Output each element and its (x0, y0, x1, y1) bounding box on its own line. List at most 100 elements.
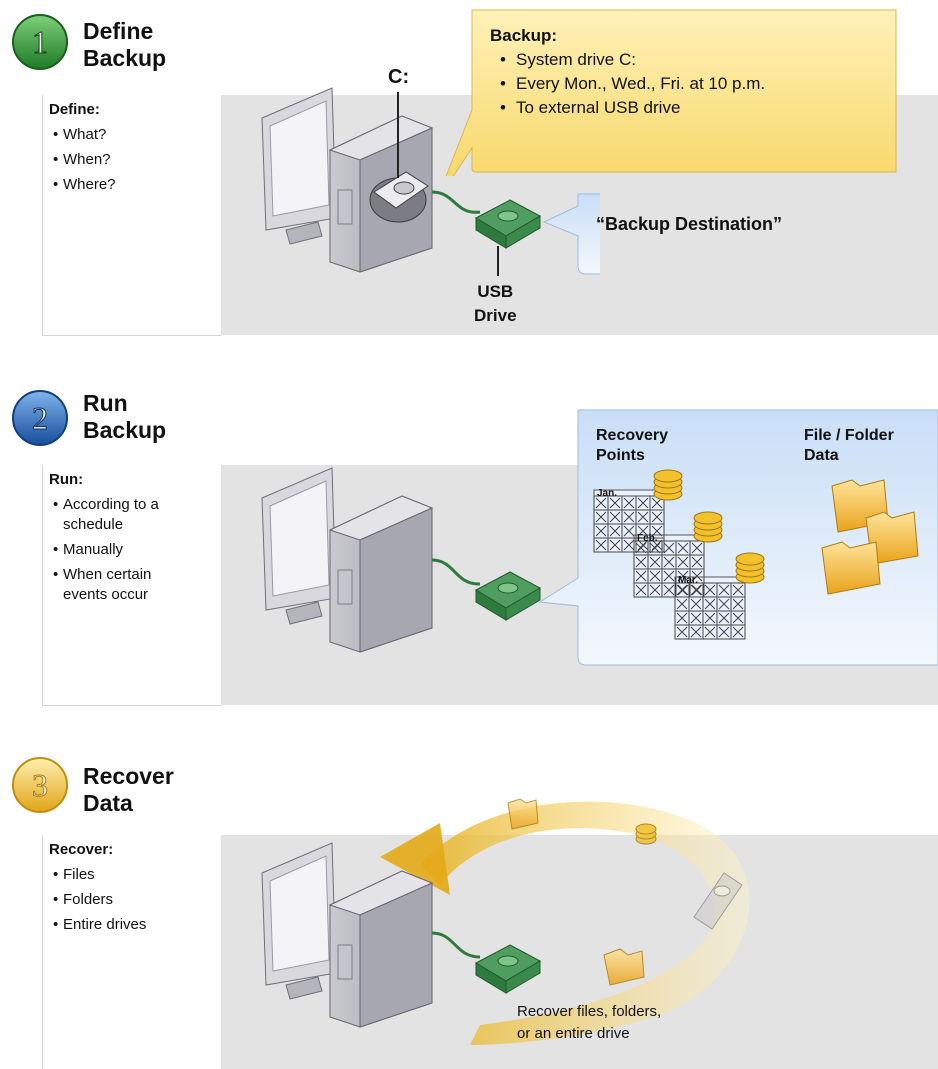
step-1-item-list: What? When? Where? (53, 125, 116, 200)
folder-icon (507, 798, 539, 830)
list-item: What? (53, 125, 116, 145)
calendar-x-mark (732, 584, 744, 596)
calendar-x-mark (595, 539, 607, 551)
computer-illustration (261, 87, 600, 276)
calendar-x-mark (651, 497, 663, 509)
list-item: According to a schedule (53, 495, 159, 535)
calendar-x-mark (637, 511, 649, 523)
calendar-x-mark (732, 626, 744, 638)
calendar-x-mark (732, 612, 744, 624)
calendar-cells (593, 495, 746, 640)
calendar-x-mark (635, 584, 647, 596)
step-1-number: 1 (32, 24, 48, 60)
folder-icon (603, 948, 645, 986)
calendar-x-mark (676, 612, 688, 624)
calendar-x-mark (637, 525, 649, 537)
step-1-define-backup: Define: What? When? Where? 1 Define Back… (0, 0, 938, 340)
calendar-x-mark (677, 584, 689, 596)
backup-callout-heading: Backup: (490, 26, 558, 45)
calendar-x-mark (649, 570, 661, 582)
calendar-cell (649, 537, 665, 553)
calendar-x-mark (637, 497, 649, 509)
calendar-x-mark (623, 497, 635, 509)
calendar-x-mark (718, 584, 730, 596)
backup-run-illustration (261, 409, 938, 666)
calendar-x-mark (595, 525, 607, 537)
calendar-x-mark (651, 539, 663, 551)
calendar-x-mark (691, 584, 703, 596)
calendar-x-mark (635, 542, 647, 554)
calendar-x-mark (690, 584, 702, 596)
calendar-x-mark (677, 556, 689, 568)
coin-icon (635, 823, 657, 845)
step-1-definition-box: Define: What? When? Where? (42, 95, 221, 336)
month-feb-label: Feb. (637, 533, 658, 544)
calendar-x-mark (609, 497, 621, 509)
list-item: Files (53, 865, 146, 885)
list-item: Folders (53, 890, 146, 910)
recover-illustration (261, 798, 750, 1045)
drive-icon (693, 872, 743, 930)
step-2-title: Run Backup (83, 390, 167, 443)
calendar-x-mark (690, 612, 702, 624)
step-1-title: Define Backup (83, 18, 167, 71)
calendar-x-mark (649, 584, 661, 596)
calendar-x-mark (609, 511, 621, 523)
calendar-x-mark (649, 542, 661, 554)
list-item: Every Mon., Wed., Fri. at 10 p.m. (500, 72, 765, 96)
calendar-x-mark (623, 539, 635, 551)
calendar-x-mark (677, 542, 689, 554)
calendar-x-mark (691, 570, 703, 582)
calendar-x-mark (635, 556, 647, 568)
calendar-x-mark (691, 542, 703, 554)
list-item: System drive C: (500, 48, 765, 72)
step-2-run-backup: Run: According to a schedule Manually Wh… (0, 380, 938, 710)
drive-c-label: C: (388, 66, 410, 88)
calendar-x-mark (663, 570, 675, 582)
step-3-item-list: Files Folders Entire drives (53, 865, 146, 940)
calendar-x-mark (676, 626, 688, 638)
calendar-x-mark (595, 497, 607, 509)
calendar-x-mark (676, 584, 688, 596)
calendar-x-mark (609, 525, 621, 537)
calendar-x-mark (704, 598, 716, 610)
backup-settings-callout: Backup: System drive C: Every Mon., Wed.… (445, 6, 932, 176)
calendar-x-mark (651, 525, 663, 537)
calendar-x-mark (690, 626, 702, 638)
recover-caption: Recover files, folders, or an entire dri… (517, 1003, 662, 1042)
month-jan-label: Jan. (597, 488, 618, 499)
step-2-item-list: According to a schedule Manually When ce… (53, 495, 159, 610)
step-2-definition-box: Run: According to a schedule Manually Wh… (42, 465, 221, 706)
calendar-x-mark (649, 556, 661, 568)
calendar-x-mark (718, 626, 730, 638)
calendar-x-mark (635, 570, 647, 582)
calendar-x-mark (595, 511, 607, 523)
list-item: Entire drives (53, 915, 146, 935)
calendar-x-mark (623, 511, 635, 523)
backup-destination-label: “Backup Destination” (596, 214, 783, 234)
calendar-x-mark (691, 556, 703, 568)
calendar-x-mark (704, 612, 716, 624)
folder-icon (821, 479, 919, 595)
calendar-x-mark (663, 584, 675, 596)
calendar-x-mark (677, 570, 689, 582)
calendar-x-mark (704, 584, 716, 596)
calendar-x-mark (663, 542, 675, 554)
calendar-x-mark (690, 598, 702, 610)
calendar-x-mark (732, 598, 744, 610)
usb-drive-label: USB Drive (474, 282, 517, 325)
list-item: Where? (53, 175, 116, 195)
calendar-x-mark (609, 539, 621, 551)
calendar-x-mark (651, 511, 663, 523)
list-item: Manually (53, 540, 159, 560)
step-2-number: 2 (32, 400, 48, 436)
step-3-recover-data: Recover: Files Folders Entire drives 3 R… (0, 745, 938, 1069)
list-item: When? (53, 150, 116, 170)
list-item: When certain events occur (53, 565, 159, 605)
step-2-box-heading: Run: (49, 471, 84, 488)
calendar-x-mark (623, 525, 635, 537)
calendar-x-mark (663, 556, 675, 568)
file-folder-data-label: File / Folder Data (804, 427, 894, 464)
step-1-box-heading: Define: (49, 101, 100, 118)
step-1-number-badge: 1 (12, 14, 68, 70)
